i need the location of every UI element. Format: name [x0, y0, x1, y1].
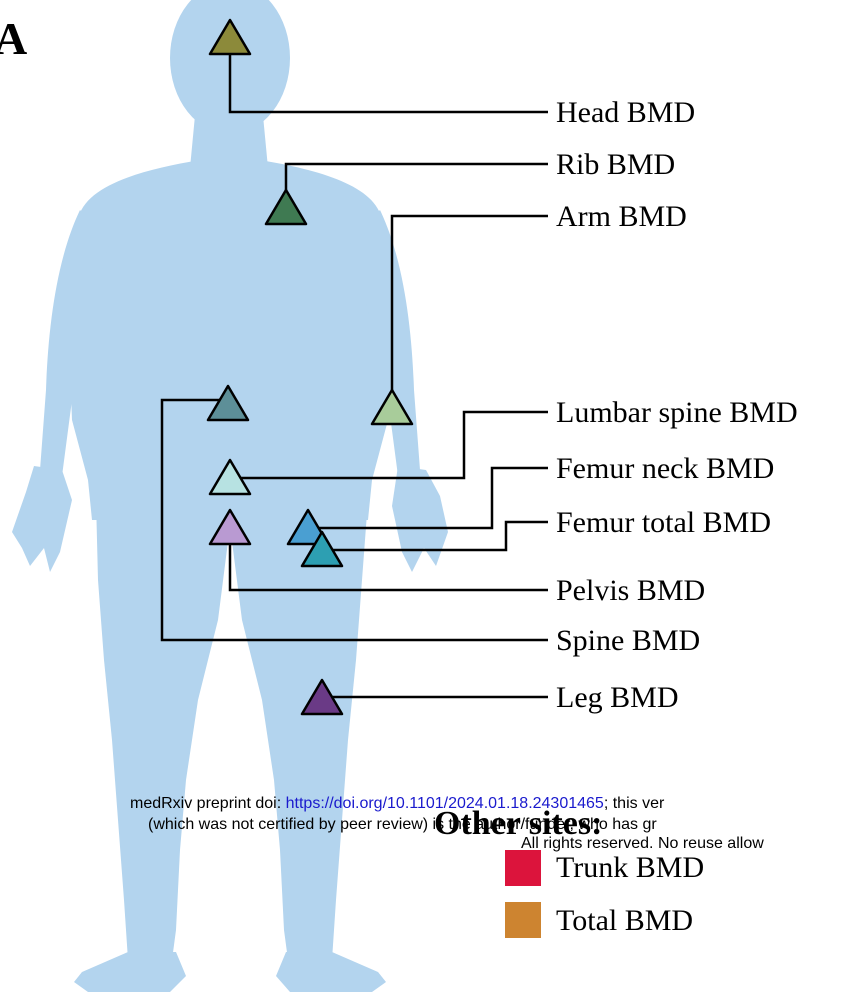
label-lumbar-spine: Lumbar spine BMD — [556, 396, 798, 429]
watermark-prefix: medRxiv preprint doi: — [130, 795, 286, 812]
label-femur-neck: Femur neck BMD — [556, 452, 774, 485]
label-rib: Rib BMD — [556, 148, 675, 181]
other-sites-legend: Other sites: Trunk BMD Total BMD — [434, 805, 704, 938]
legend-label-trunk: Trunk BMD — [556, 851, 704, 884]
silhouette-foot-right — [276, 952, 386, 992]
label-pelvis: Pelvis BMD — [556, 574, 705, 607]
label-femur-total: Femur total BMD — [556, 506, 771, 539]
label-spine: Spine BMD — [556, 624, 700, 657]
site-labels: Head BMD Rib BMD Arm BMD Lumbar spine BM… — [556, 96, 798, 714]
silhouette-hand-right — [392, 466, 448, 572]
watermark-suffix: ; this ver — [604, 795, 665, 812]
label-arm: Arm BMD — [556, 200, 687, 233]
legend-label-total: Total BMD — [556, 904, 693, 937]
silhouette-leg-left — [96, 500, 232, 960]
legend-swatch-total — [505, 902, 541, 938]
leader-arm — [392, 216, 548, 390]
label-head: Head BMD — [556, 96, 695, 129]
body-silhouette — [12, 0, 448, 992]
panel-label: A — [0, 13, 27, 64]
silhouette-hand-left — [12, 466, 72, 572]
silhouette-foot-left — [74, 952, 186, 992]
label-leg: Leg BMD — [556, 681, 679, 714]
silhouette-neck — [190, 105, 268, 168]
legend-swatch-trunk — [505, 850, 541, 886]
other-sites-heading: Other sites: — [434, 805, 602, 842]
silhouette-leg-right — [228, 500, 368, 960]
